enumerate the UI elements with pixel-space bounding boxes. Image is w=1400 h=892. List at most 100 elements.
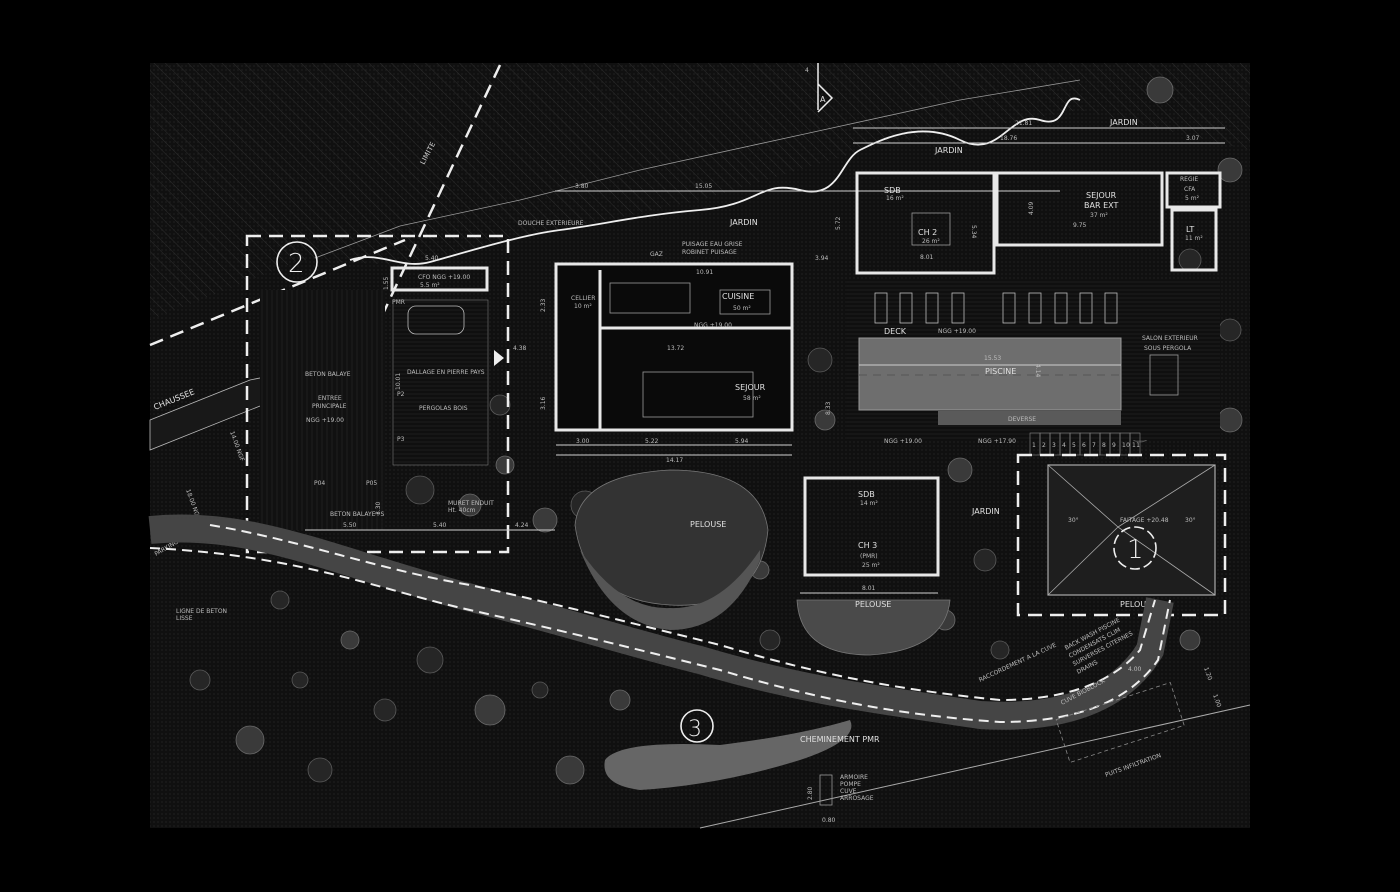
regie-name2: CFA <box>1184 186 1196 193</box>
beton-balaye-label: BETON BALAYE <box>305 371 351 378</box>
p3-label: P3 <box>397 436 405 443</box>
dim-1-55: 1.55 <box>383 276 390 290</box>
zone-3-number: 3 <box>688 717 702 742</box>
bedroom-2-block <box>855 171 996 275</box>
stairs-level: NGG +17.90 <box>978 438 1016 445</box>
bar-ext-block <box>995 171 1164 247</box>
stair-number: 3 <box>1052 442 1056 449</box>
dim-10-01: 10.01 <box>395 373 402 390</box>
sdb2-area: 16 m² <box>886 195 904 202</box>
deck-level: NGG +19.00 <box>938 328 976 335</box>
dim-4-38: 4.38 <box>513 345 527 352</box>
tree-icon <box>235 725 265 755</box>
dim-4-09: 4.09 <box>1028 201 1035 215</box>
deck-lower-level: NGG +19.00 <box>884 438 922 445</box>
deverse <box>938 411 1121 425</box>
lt-name: LT <box>1186 225 1194 234</box>
tree-icon <box>807 347 833 373</box>
bioblock-tank <box>1055 682 1185 763</box>
tree-icon <box>340 630 360 650</box>
sejour-bar-name2: BAR EXT <box>1084 201 1118 210</box>
dim-8-33: 8.33 <box>825 401 832 415</box>
deck-label: DECK <box>884 327 907 336</box>
dim-5-50: 5.50 <box>343 522 357 529</box>
south-boundary <box>699 704 1251 829</box>
sun-loungers <box>874 292 1118 324</box>
section-marker-a <box>817 63 834 113</box>
tree-icon <box>416 646 444 674</box>
section-number: 4 <box>805 67 809 74</box>
stair-number: 1 <box>1032 442 1036 449</box>
dim-10-91: 10.91 <box>696 269 713 276</box>
ligne-beton-label-2: LISSE <box>176 615 193 622</box>
piscine-label: PISCINE <box>985 367 1016 376</box>
dim-13-72: 13.72 <box>667 345 684 352</box>
cfo-area: 5.5 m² <box>420 282 440 289</box>
zone-2-marker <box>276 241 318 283</box>
bedroom-3-block <box>803 476 940 577</box>
zone-3-marker <box>680 709 714 743</box>
tree-icon <box>1217 407 1243 433</box>
dim-5-40-top: 5.40 <box>425 255 439 262</box>
cheminement-label: CHEMINEMENT PMR <box>800 735 880 744</box>
cuisine-area: 50 m² <box>733 305 751 312</box>
angle-right: 30° <box>1185 517 1196 524</box>
armoire-label-1: POMPE <box>840 781 861 788</box>
pergola-roof <box>1047 464 1216 596</box>
entrance-court <box>260 290 385 530</box>
lawn-south <box>796 599 951 656</box>
tree-icon <box>495 455 515 475</box>
puisage-label-1: PUISAGE EAU GRISE <box>682 241 743 248</box>
tree-icon <box>1217 157 1243 183</box>
jardin-label-north: JARDIN <box>729 218 758 227</box>
p04-label: P04 <box>314 480 325 487</box>
tree-icon <box>1179 629 1201 651</box>
dim-5-94: 5.94 <box>735 438 749 445</box>
tree-icon <box>609 689 631 711</box>
regie-area: 5 m² <box>1185 195 1200 202</box>
pool <box>858 337 1122 411</box>
dim-0-80: 0.80 <box>822 817 836 824</box>
tree-icon <box>291 671 309 689</box>
dim-8-01-ch3: 8.01 <box>862 585 876 592</box>
pmr-parking-label: PMR <box>392 299 405 306</box>
stair-number: 8 <box>1102 442 1106 449</box>
dim-1-20: 1.20 <box>1202 666 1213 681</box>
tree-icon <box>373 698 397 722</box>
stair-number: 6 <box>1082 442 1086 449</box>
dim-3-16: 3.16 <box>540 396 547 410</box>
dim-5-34: 5.34 <box>970 225 977 239</box>
sejour-area: 58 m² <box>743 395 761 402</box>
jardin-label-n2: JARDIN <box>934 146 963 155</box>
armoire-label-2: CUVE <box>840 788 857 795</box>
tree-icon <box>532 507 558 533</box>
tree-icon <box>1218 318 1242 342</box>
dim-1-00: 1.00 <box>1211 693 1222 708</box>
ch3-area: 25 m² <box>862 562 880 569</box>
tree-icon <box>189 669 211 691</box>
pelouse-label-east: PELOUSE <box>1120 600 1156 609</box>
tree-icon <box>973 548 997 572</box>
ch2-area: 26 m² <box>922 238 940 245</box>
entree-level: NGG +19.00 <box>306 417 344 424</box>
dim-15-53: 15.53 <box>984 355 1001 362</box>
dim-4-24: 4.24 <box>515 522 529 529</box>
bed <box>911 212 951 246</box>
tree-icon <box>759 629 781 651</box>
cuisine-name: CUISINE <box>722 292 754 301</box>
dim-3-30: 3.30 <box>375 501 382 515</box>
zone-2-number: 2 <box>288 249 305 279</box>
regie-name: REGIE <box>1180 176 1198 183</box>
zone-1-number: 1 <box>1127 535 1144 565</box>
zone-2-boundary <box>245 234 510 554</box>
gaz-label: GAZ <box>650 251 663 258</box>
lawn-central-lower <box>580 550 760 630</box>
dim-14-17: 14.17 <box>666 457 683 464</box>
beton-balaye-pmr-label: BETON BALAYE+S <box>330 511 385 518</box>
dim-5-22: 5.22 <box>645 438 659 445</box>
car-icon <box>407 305 465 335</box>
regie-block <box>1165 171 1222 209</box>
cuisine-level: NGG +19.00 <box>694 322 732 329</box>
lawn-central <box>574 469 769 606</box>
